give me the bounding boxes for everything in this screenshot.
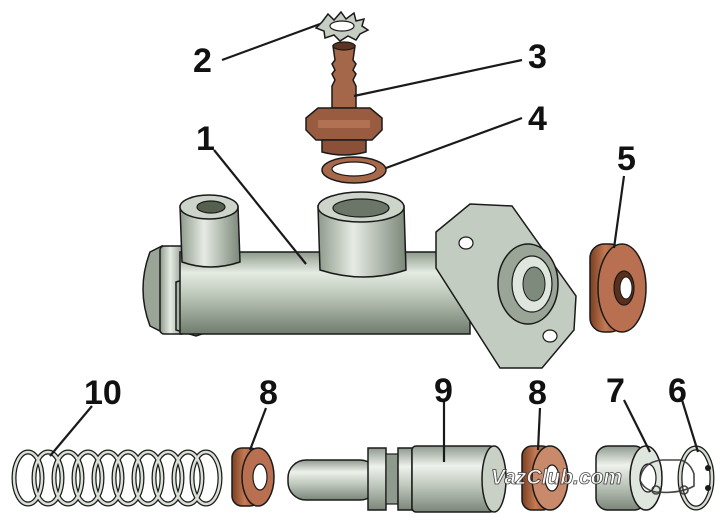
watermark-text: VazClub.com (491, 466, 622, 489)
piston-seal-left (231, 447, 275, 507)
cylinder-body (142, 191, 577, 369)
piston (287, 445, 507, 513)
sealing-washer (321, 156, 387, 184)
label-4: 4 (528, 100, 547, 138)
label-8-right: 8 (528, 374, 547, 412)
label-3: 3 (528, 38, 547, 76)
piston-seal-right (521, 445, 569, 511)
leader-lines (49, 22, 700, 462)
car-logo-icon (639, 459, 695, 495)
label-2: 2 (193, 42, 212, 80)
label-7: 7 (606, 372, 625, 410)
label-10: 10 (84, 374, 122, 412)
label-5: 5 (617, 140, 636, 178)
rubber-cap (589, 243, 647, 333)
label-8-left: 8 (259, 374, 278, 412)
lock-washer (314, 10, 370, 42)
label-1: 1 (196, 120, 215, 158)
label-6: 6 (668, 372, 687, 410)
return-spring (11, 449, 223, 507)
callout-numbers: 1 2 3 4 5 6 7 8 8 9 10 (84, 38, 687, 412)
watermark: VazClub.com (491, 459, 695, 495)
hose-fitting (305, 41, 383, 156)
label-9: 9 (434, 372, 453, 410)
retaining-ring (677, 445, 715, 511)
